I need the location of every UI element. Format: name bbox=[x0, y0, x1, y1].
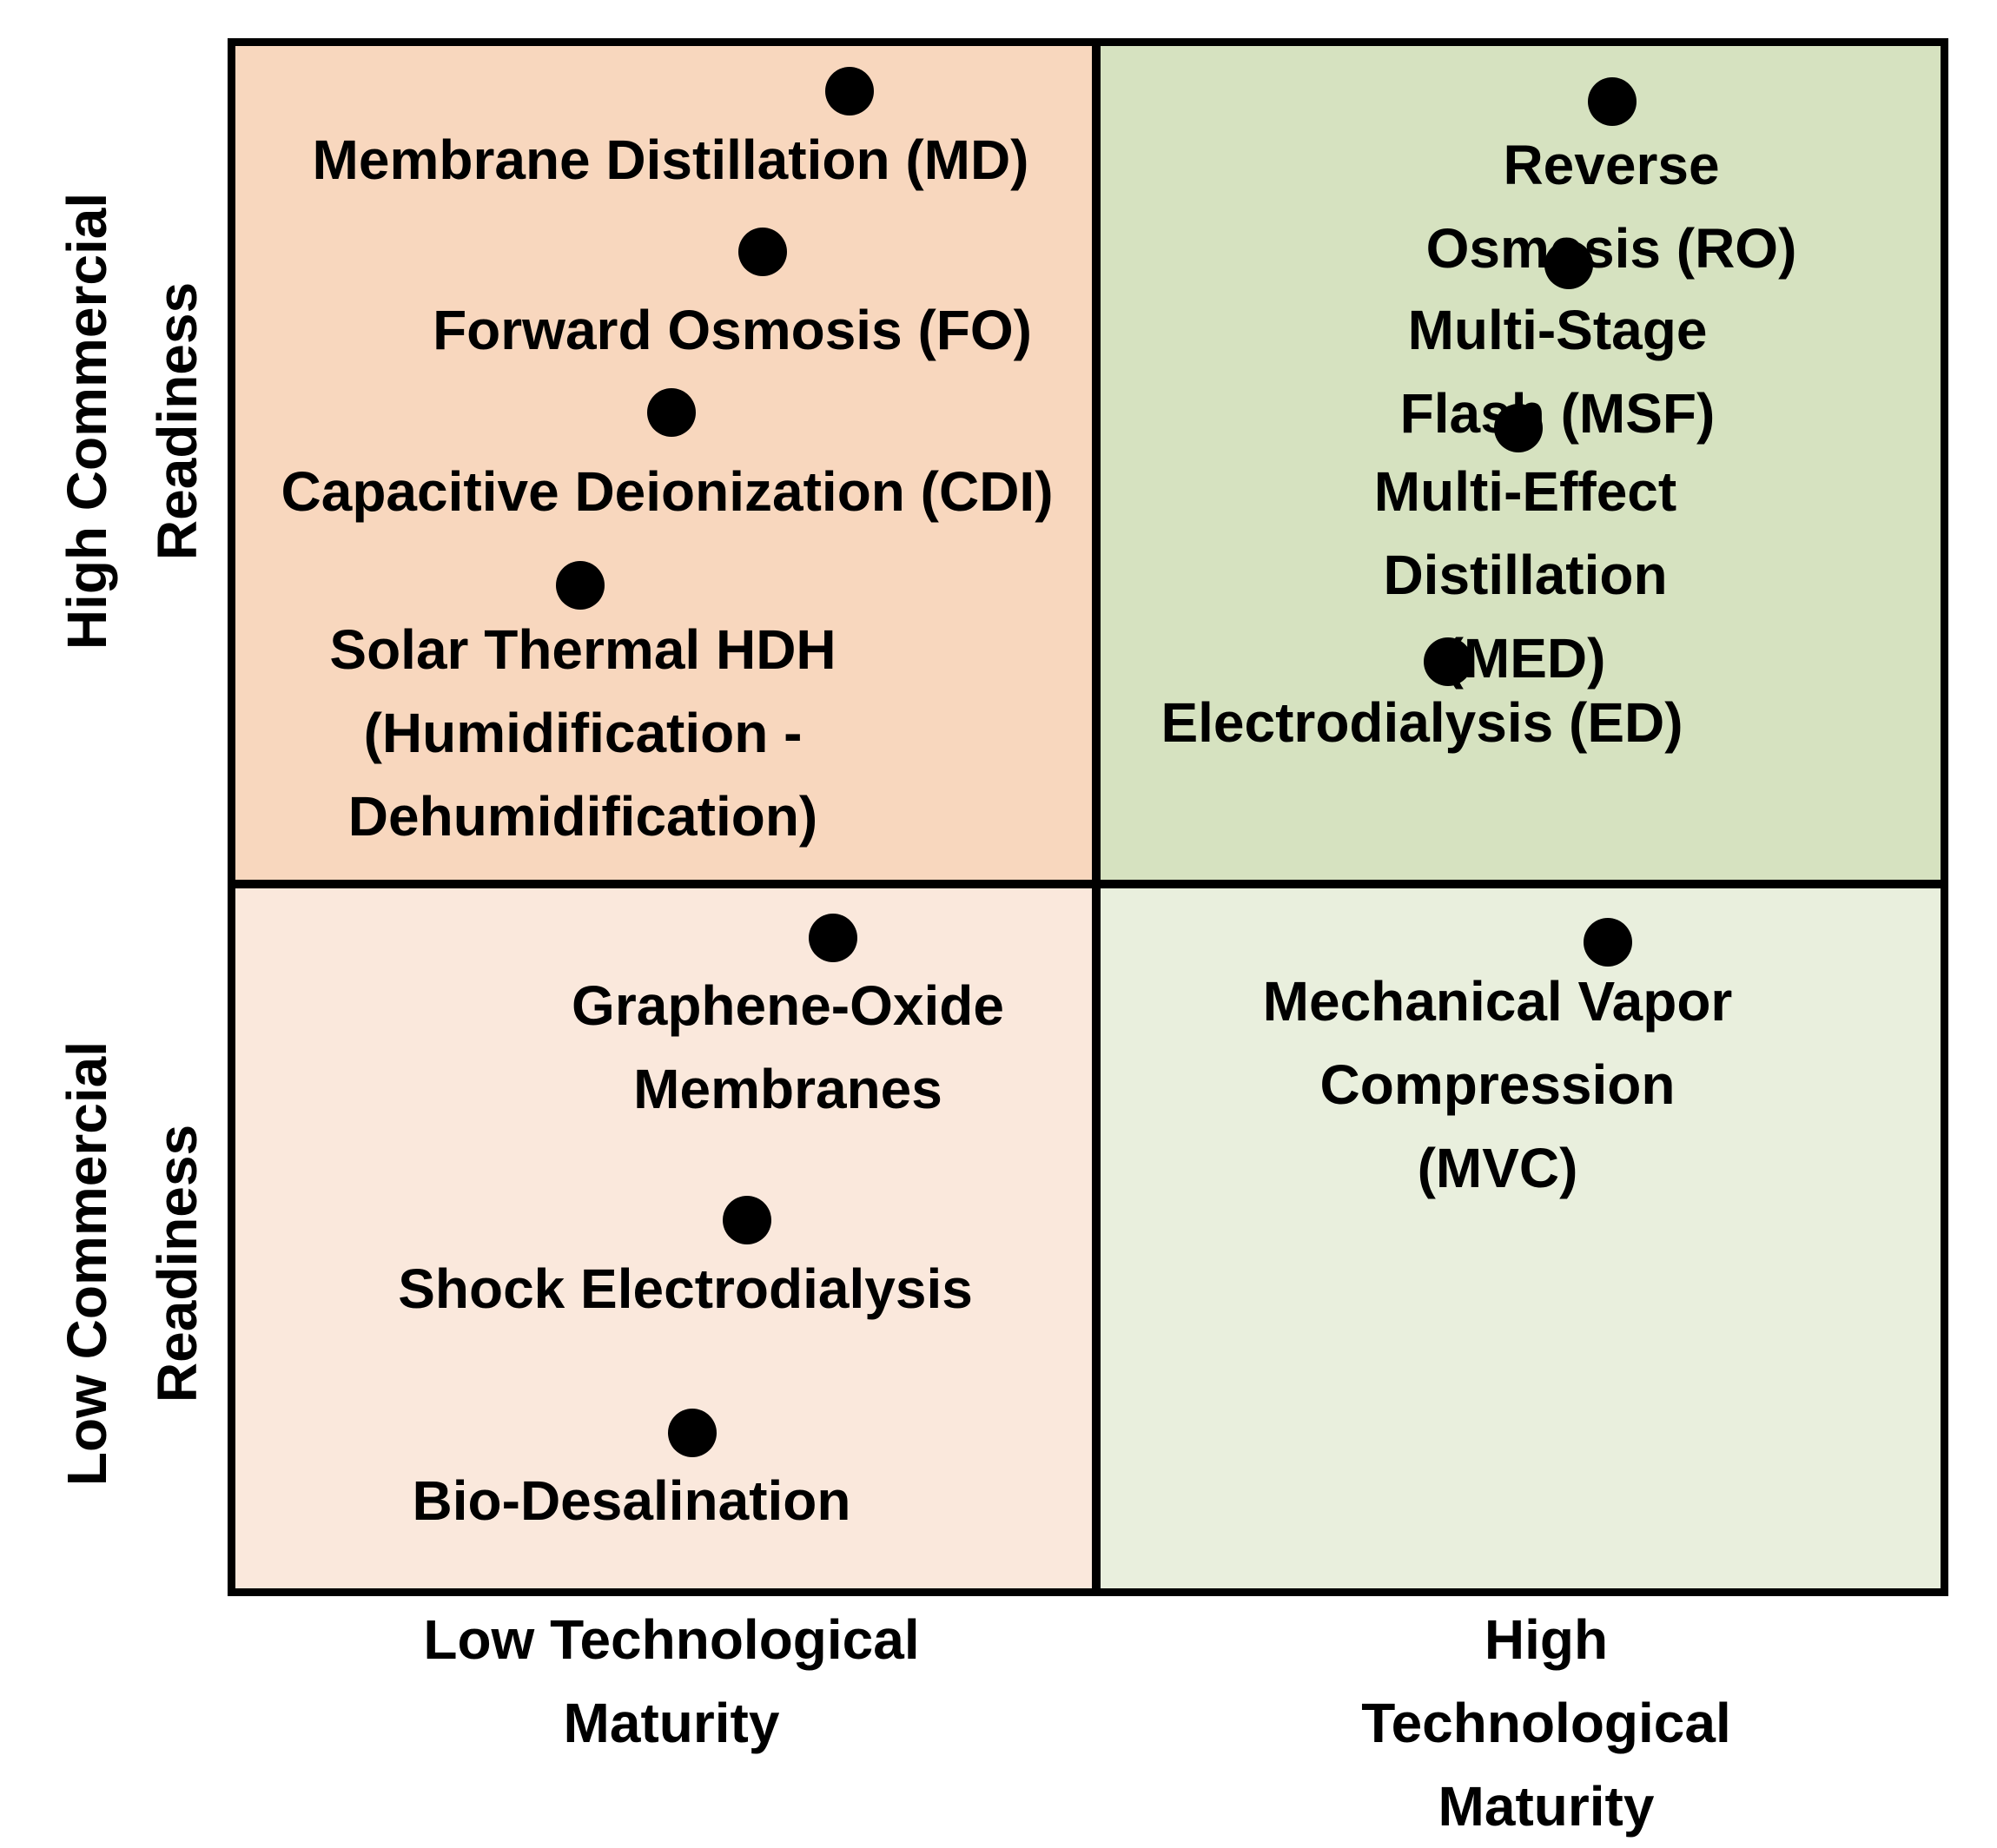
marker-ed bbox=[1424, 637, 1472, 686]
axis-label-low-maturity: Low Technological Maturity bbox=[423, 1608, 920, 1754]
vertical-divider bbox=[1092, 38, 1101, 1596]
label-go: Graphene-Oxide Membranes bbox=[572, 974, 1004, 1120]
quadrant-low-maturity-high-readiness bbox=[228, 38, 1096, 883]
label-cdi: Capacitive Deionization (CDI) bbox=[281, 460, 1054, 523]
marker-fo bbox=[738, 228, 787, 276]
marker-bio bbox=[668, 1409, 717, 1457]
marker-msf bbox=[1544, 241, 1593, 289]
label-shock: Shock Electrodialysis bbox=[398, 1257, 973, 1320]
marker-med bbox=[1494, 404, 1543, 452]
label-bio: Bio-Desalination bbox=[412, 1469, 851, 1532]
label-ro: Reverse Osmosis (RO) bbox=[1425, 134, 1797, 280]
marker-shock bbox=[723, 1196, 771, 1244]
label-mvc: Mechanical Vapor Compression (MVC) bbox=[1262, 970, 1733, 1199]
quadrant-high-maturity-low-readiness bbox=[1096, 883, 1948, 1596]
horizontal-divider bbox=[228, 880, 1948, 888]
marker-ro bbox=[1588, 77, 1637, 126]
label-md: Membrane Distillation (MD) bbox=[312, 129, 1029, 191]
label-ed: Electrodialysis (ED) bbox=[1161, 691, 1683, 754]
quadrant-low-maturity-low-readiness bbox=[228, 883, 1096, 1596]
quadrant-high-maturity-high-readiness bbox=[1096, 38, 1948, 883]
marker-go bbox=[809, 914, 857, 962]
axis-label-low-readiness: Low Commercial Readiness bbox=[56, 1040, 208, 1487]
marker-cdi bbox=[647, 388, 696, 437]
marker-hdh bbox=[556, 561, 605, 610]
axis-label-high-maturity: High Technological Maturity bbox=[1361, 1608, 1731, 1838]
marker-md bbox=[825, 67, 874, 116]
marker-mvc bbox=[1584, 918, 1632, 967]
label-msf: Multi-Stage Flash (MSF) bbox=[1399, 299, 1716, 445]
label-hdh: Solar Thermal HDH (Humidification - Dehu… bbox=[329, 618, 836, 848]
matrix-frame bbox=[228, 38, 1948, 1596]
axis-label-high-readiness: High Commercial Readiness bbox=[56, 192, 208, 650]
label-med: Multi-Effect Distillation (MED) bbox=[1373, 460, 1677, 690]
label-fo: Forward Osmosis (FO) bbox=[433, 299, 1032, 361]
